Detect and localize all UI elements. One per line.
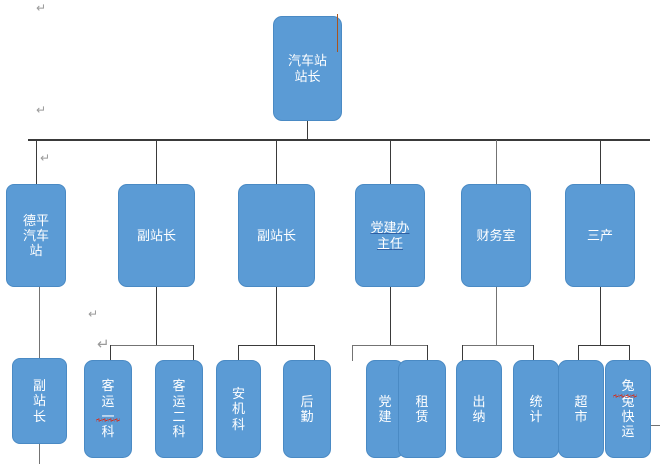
- connector-b2-drop-2: [193, 345, 194, 361]
- text-cursor-line: [337, 14, 338, 52]
- paragraph-mark-margin-mid: ↵: [36, 103, 47, 117]
- paragraph-mark-margin-below-bar: ↵: [40, 151, 51, 165]
- node-l3-2-label: 客 运 二 科: [172, 378, 186, 440]
- node-l3-7-label: 出 纳: [472, 393, 486, 424]
- connector-b5-bar: [462, 345, 534, 347]
- connector-main-bar: [28, 139, 650, 141]
- node-l3-9-label: 超 市: [574, 393, 588, 424]
- node-logistics[interactable]: 后 勤: [283, 360, 331, 458]
- connector-b5-drop-1: [462, 345, 463, 361]
- connector-drop-l2-6: [600, 140, 601, 185]
- connector-b3-drop-2: [314, 345, 315, 361]
- connector-drop-l2-5: [496, 140, 497, 185]
- node-l3-1-label: 客 运 一 科: [101, 378, 115, 440]
- paragraph-mark-margin-row3-gap: ↵: [88, 307, 99, 321]
- node-l3-3-label: 安 机 科: [231, 386, 245, 432]
- connector-drop-l2-1: [36, 140, 37, 185]
- paragraph-mark-margin-top: ↵: [36, 1, 47, 15]
- node-l2-3-label: 党建办 主任: [370, 220, 410, 251]
- node-l2-4-label: 财务室: [476, 227, 516, 243]
- connector-b2-stem: [156, 287, 157, 345]
- connector-b3-drop-1: [238, 345, 239, 361]
- connector-trailing-rule: [651, 425, 660, 426]
- connector-drop-l2-3: [276, 140, 277, 185]
- node-deping-bus-station[interactable]: 德平 汽车 站: [6, 184, 66, 287]
- node-deputy-manager-a[interactable]: 副站长: [118, 184, 195, 287]
- connector-drop-l2-2: [156, 140, 157, 185]
- node-root-label: 汽车站 站长: [287, 53, 327, 84]
- node-l3-10-label: 兔 兔 快 运: [621, 378, 635, 440]
- node-deputy-manager-sub[interactable]: 副 站 长: [12, 358, 67, 444]
- connector-b5-drop-2: [533, 345, 534, 361]
- connector-b1-tail: [39, 444, 40, 464]
- connector-b2-bar: [110, 345, 194, 347]
- node-leasing[interactable]: 租 赁: [398, 360, 446, 458]
- node-passenger-transport-section-1[interactable]: 客 运 一 科: [84, 360, 132, 458]
- node-l3-6-label: 租 赁: [415, 393, 429, 424]
- node-safety-machinery-section[interactable]: 安 机 科: [216, 360, 261, 458]
- node-supermarket[interactable]: 超 市: [558, 360, 604, 458]
- node-l3-0-label: 副 站 长: [32, 378, 46, 424]
- node-l2-0-label: 德平 汽车 站: [22, 212, 49, 259]
- node-tertiary-industry[interactable]: 三产: [565, 184, 635, 287]
- node-tutu-express[interactable]: 兔 兔 快 运: [605, 360, 651, 458]
- connector-root-stem: [307, 121, 308, 140]
- connector-b4-drop-1: [352, 345, 353, 361]
- connector-b4-stem: [390, 287, 391, 345]
- node-root-station-manager[interactable]: 汽车站 站长: [273, 16, 342, 121]
- node-deputy-manager-b[interactable]: 副站长: [238, 184, 315, 287]
- connector-b1-stem: [39, 287, 40, 359]
- paragraph-mark-margin-connector: ↵: [97, 336, 110, 353]
- connector-b4-drop-2: [427, 345, 428, 361]
- node-l2-1-label: 副站长: [136, 227, 176, 243]
- connector-b6-bar: [578, 345, 630, 347]
- connector-drop-l2-4: [390, 140, 391, 185]
- node-l2-5-label: 三产: [586, 227, 613, 243]
- connector-b2-drop-1: [110, 345, 111, 361]
- node-statistics[interactable]: 统 计: [513, 360, 559, 458]
- connector-b6-drop-1: [578, 345, 579, 361]
- node-l3-8-label: 统 计: [529, 393, 543, 424]
- node-l3-4-label: 后 勤: [300, 393, 314, 424]
- node-passenger-transport-section-2[interactable]: 客 运 二 科: [155, 360, 203, 458]
- connector-b4-bar: [352, 345, 428, 347]
- connector-b3-bar: [238, 345, 315, 347]
- node-cashier[interactable]: 出 纳: [456, 360, 502, 458]
- node-party-building-office-director[interactable]: 党建办 主任: [355, 184, 425, 287]
- node-finance-office[interactable]: 财务室: [461, 184, 531, 287]
- connector-b5-stem: [496, 287, 497, 345]
- connector-b6-drop-2: [629, 345, 630, 361]
- connector-b3-stem: [276, 287, 277, 345]
- node-l3-5-label: 党 建: [378, 393, 392, 424]
- connector-b6-stem: [600, 287, 601, 345]
- node-l2-2-label: 副站长: [256, 227, 296, 243]
- node-party-building[interactable]: 党 建: [366, 360, 404, 458]
